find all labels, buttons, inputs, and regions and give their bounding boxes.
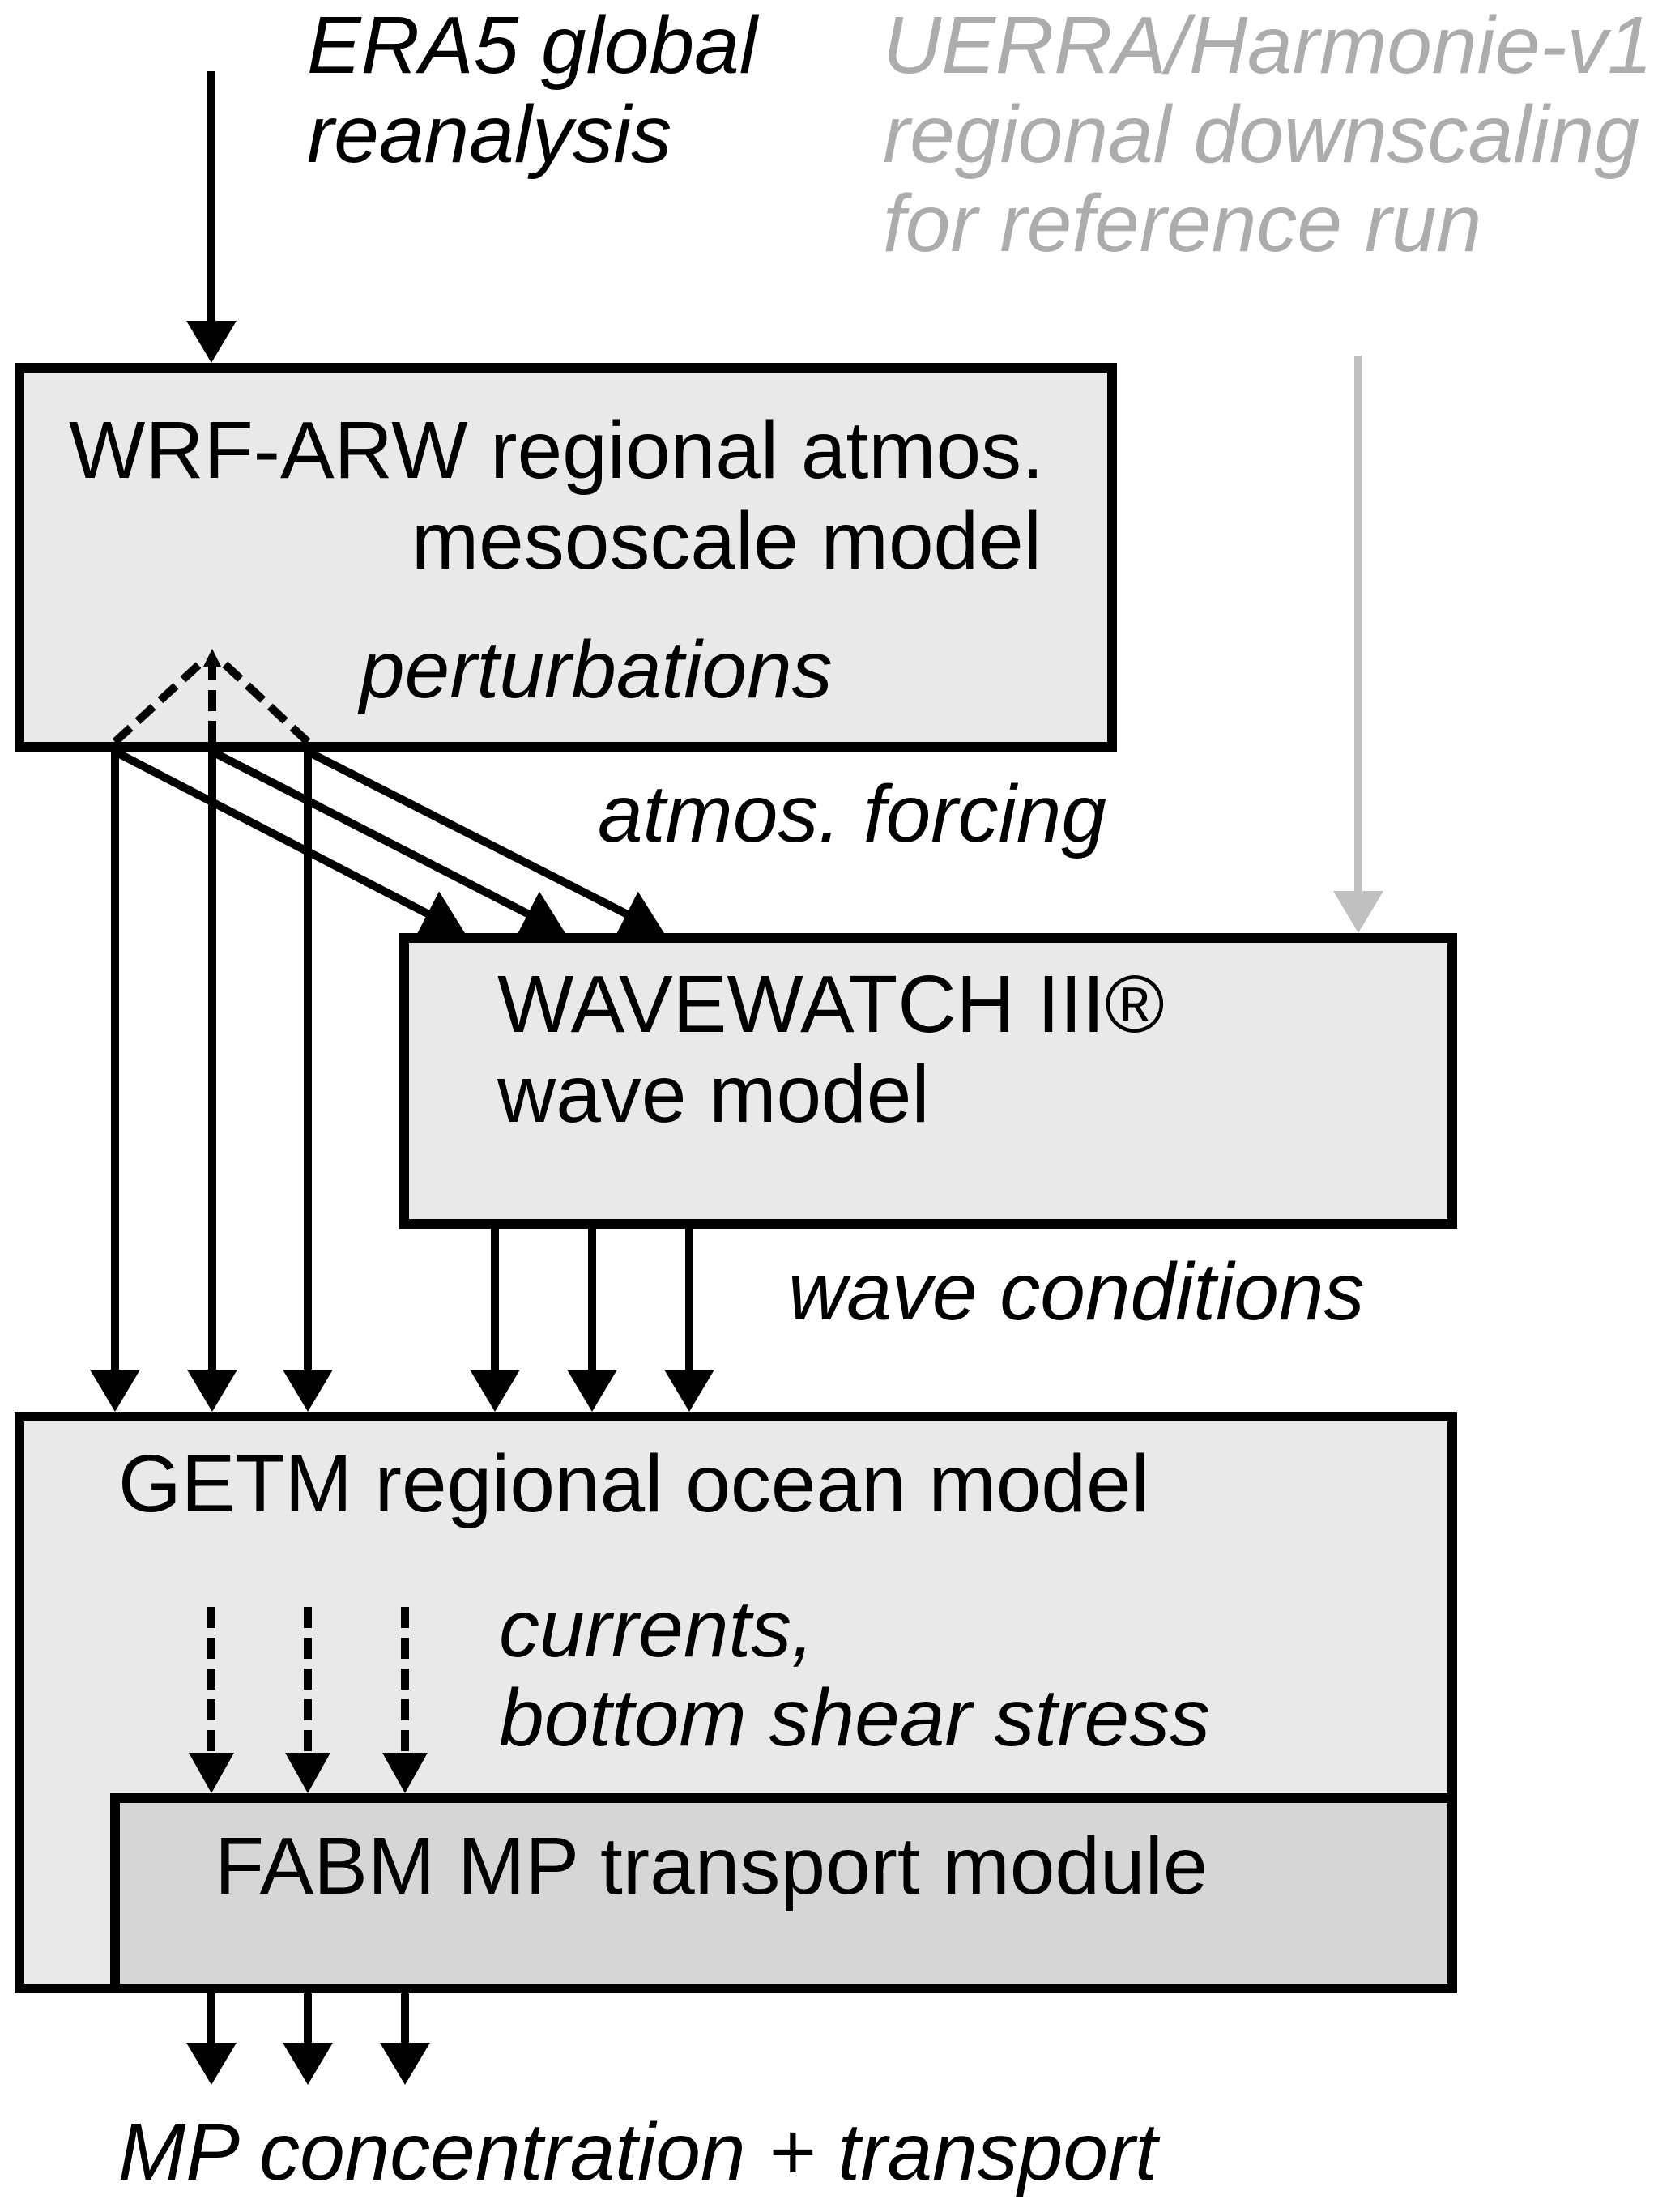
era5-to-wrf-arrow-arrowhead-icon xyxy=(186,321,237,363)
wrf-to-getm-arrow-1-arrowhead-icon xyxy=(90,1370,140,1412)
wrf-to-wavewatch-arrow-3-shaft xyxy=(305,748,633,920)
wavewatch-to-getm-arrow-2-arrowhead-icon xyxy=(567,1370,617,1412)
perturbations-label: perturbations xyxy=(357,624,833,715)
uerra-label-line3: for reference run xyxy=(883,178,1481,269)
atmos-forcing-label: atmos. forcing xyxy=(598,769,1106,859)
wavewatch-title-line2: wave model xyxy=(497,1049,930,1140)
arrows-layer xyxy=(90,71,1383,2085)
wrf-to-wavewatch-arrow-1-arrowhead-icon xyxy=(416,891,465,936)
wrf-to-getm-arrow-2-arrowhead-icon xyxy=(187,1370,237,1412)
getm-title: GETM regional ocean model xyxy=(118,1438,1149,1529)
perturbation-dashed-right xyxy=(215,655,311,745)
wrf-title-line2: mesoscale model xyxy=(411,496,1042,586)
fabm-title: FABM MP transport module xyxy=(215,1821,1208,1912)
wrf-to-wavewatch-arrow-1-shaft xyxy=(113,748,434,920)
output-label: MP concentration + transport xyxy=(118,2107,1161,2197)
wavewatch-to-getm-arrow-1-arrowhead-icon xyxy=(470,1370,520,1412)
fabm-output-arrow-2-arrowhead-icon xyxy=(283,2043,333,2085)
wrf-title-line1: WRF-ARW regional atmos. xyxy=(69,405,1044,496)
uerra-label-line2: regional downscaling xyxy=(883,89,1639,180)
wrf-to-wavewatch-arrow-2-arrowhead-icon xyxy=(516,891,565,936)
wrf-to-getm-arrow-3-arrowhead-icon xyxy=(283,1370,333,1412)
wavewatch-to-getm-arrow-3-arrowhead-icon xyxy=(664,1370,714,1412)
wavewatch-title-line1: WAVEWATCH III® xyxy=(497,959,1165,1050)
wrf-to-wavewatch-arrow-2-shaft xyxy=(210,748,535,920)
fabm-output-arrow-1-arrowhead-icon xyxy=(186,2043,237,2085)
getm-to-fabm-arrowhead-icon-3 xyxy=(382,1753,428,1793)
perturbation-dashed-left xyxy=(112,655,209,745)
fabm-box xyxy=(110,1793,1457,1993)
currents-label-line2: bottom shear stress xyxy=(499,1673,1210,1763)
era5-label-line2: reanalysis xyxy=(307,89,671,180)
wrf-box xyxy=(15,363,1117,752)
wave-conditions-label: wave conditions xyxy=(788,1247,1365,1337)
fabm-output-arrow-3-arrowhead-icon xyxy=(380,2043,430,2085)
uerra-to-wavewatch-arrow-arrowhead-icon xyxy=(1333,891,1383,933)
perturbation-apex-icon xyxy=(203,649,221,667)
wavewatch-box xyxy=(399,933,1457,1229)
currents-label-line1: currents, xyxy=(499,1583,814,1674)
getm-to-fabm-arrowhead-icon-1 xyxy=(189,1753,234,1793)
getm-to-fabm-arrowhead-icon-2 xyxy=(285,1753,330,1793)
era5-label-line1: ERA5 global xyxy=(307,0,760,91)
uerra-label-line1: UERRA/Harmonie-v1 xyxy=(883,0,1652,91)
wrf-to-wavewatch-arrow-3-arrowhead-icon xyxy=(615,891,664,937)
